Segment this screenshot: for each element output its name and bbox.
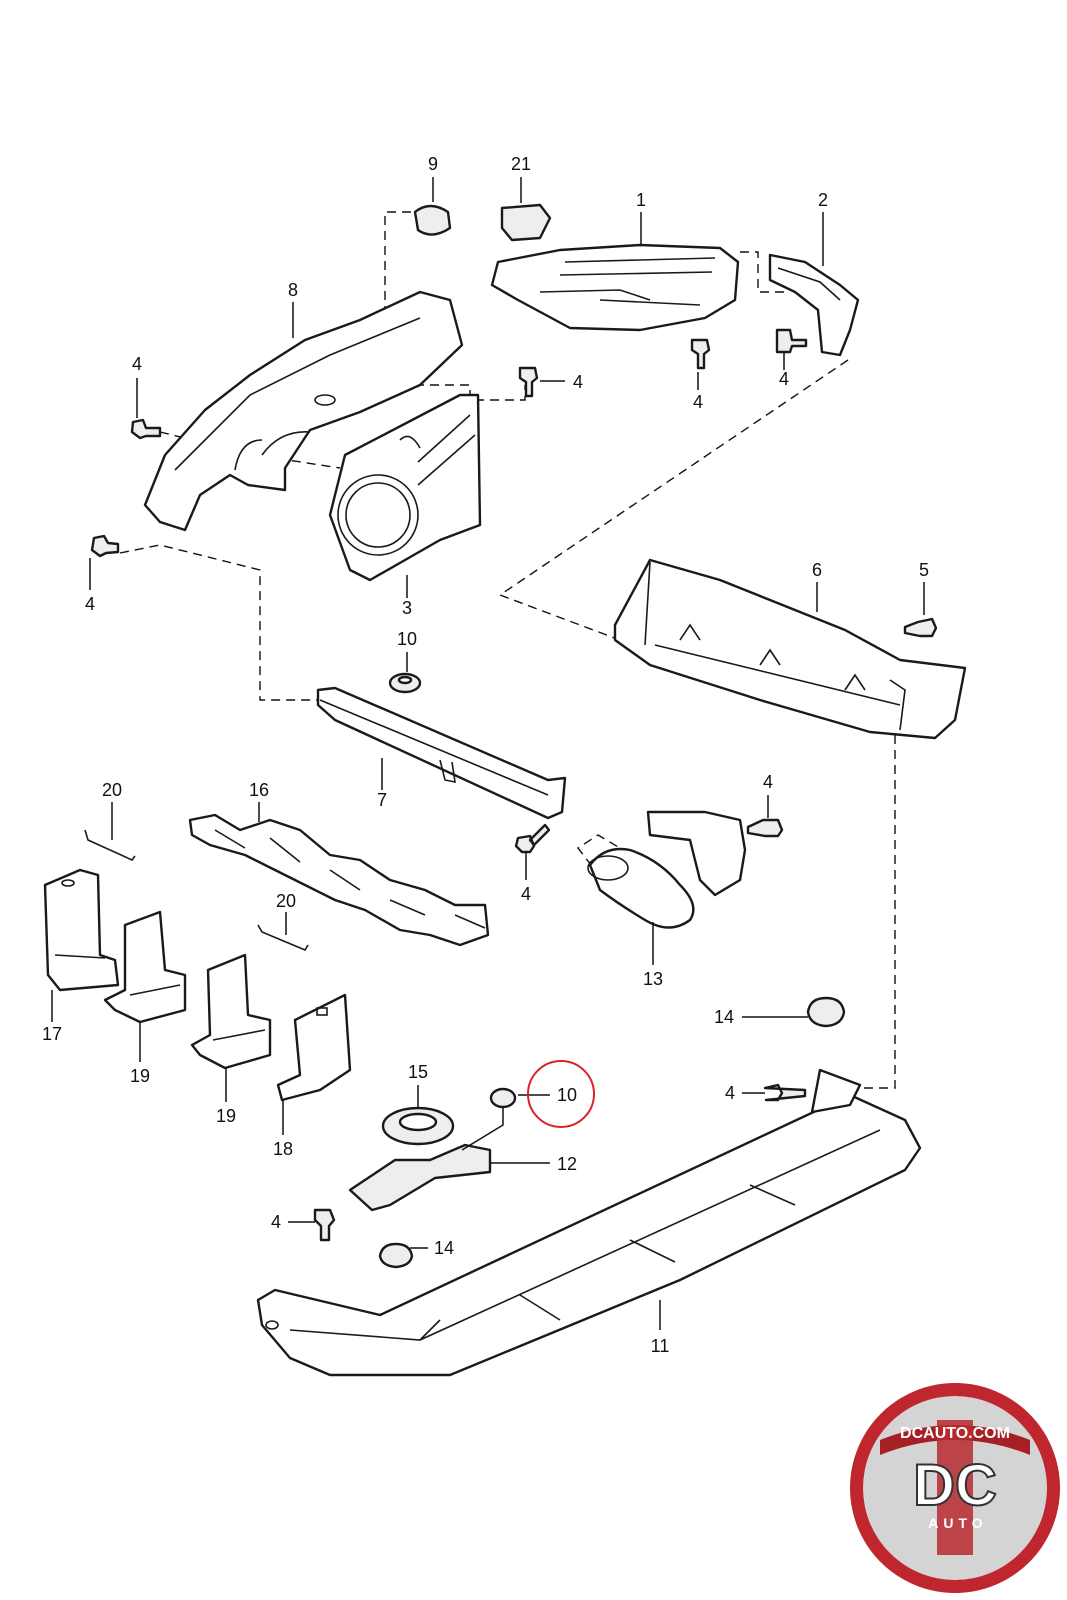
part-19-deflector-b bbox=[190, 953, 272, 1070]
part-15-grommet bbox=[381, 1106, 455, 1146]
bolt-a bbox=[130, 418, 162, 440]
callout-12: 12 bbox=[557, 1154, 577, 1174]
callout-10-upper: 10 bbox=[397, 629, 417, 649]
bolt-e bbox=[775, 328, 808, 354]
callout-4: 4 bbox=[132, 354, 142, 374]
bolt-c bbox=[518, 366, 539, 398]
logo-bottom-text: AUTO bbox=[928, 1515, 987, 1531]
callout-5: 5 bbox=[919, 560, 929, 580]
bolt-h bbox=[746, 818, 784, 838]
dcauto-logo: DCAUTO.COM DC AUTO bbox=[850, 1383, 1060, 1593]
callout-4: 4 bbox=[779, 369, 789, 389]
callout-9: 9 bbox=[428, 154, 438, 174]
part-10-nut-lower bbox=[489, 1087, 517, 1109]
bolt-g bbox=[514, 823, 551, 854]
highlight-circle bbox=[527, 1060, 595, 1128]
part-18-deflector bbox=[276, 993, 352, 1102]
callout-6: 6 bbox=[812, 560, 822, 580]
callout-17: 17 bbox=[42, 1024, 62, 1044]
part-13-hose-bracket bbox=[587, 810, 747, 929]
part-1-shroud bbox=[490, 243, 740, 332]
callout-2: 2 bbox=[818, 190, 828, 210]
part-11-lower-tray bbox=[256, 1068, 922, 1377]
callout-13: 13 bbox=[643, 969, 663, 989]
logo-top-text: DCAUTO.COM bbox=[900, 1425, 1010, 1442]
callout-1: 1 bbox=[636, 190, 646, 210]
part-17-deflector bbox=[43, 868, 120, 992]
callout-4: 4 bbox=[763, 772, 773, 792]
callout-4: 4 bbox=[693, 392, 703, 412]
bolt-f bbox=[903, 617, 938, 638]
callout-4: 4 bbox=[521, 884, 531, 904]
part-7-channel bbox=[316, 686, 567, 820]
part-4-bolts bbox=[90, 328, 938, 1242]
part-3-panel bbox=[328, 393, 482, 582]
callout-4: 4 bbox=[85, 594, 95, 614]
callout-19: 19 bbox=[130, 1066, 150, 1086]
logo-mark: DC bbox=[913, 1453, 997, 1518]
callout-19: 19 bbox=[216, 1106, 236, 1126]
part-9-grommet bbox=[413, 204, 452, 236]
part-21-block bbox=[500, 203, 552, 242]
bolt-b bbox=[90, 534, 120, 558]
part-10-nut-upper bbox=[388, 672, 422, 694]
part-12-bracket bbox=[348, 1143, 492, 1212]
callout-4: 4 bbox=[725, 1083, 735, 1103]
part-20-clips bbox=[84, 829, 309, 952]
callout-20-upper: 20 bbox=[102, 780, 122, 800]
part-19-deflector-a bbox=[103, 910, 187, 1024]
callout-3: 3 bbox=[402, 598, 412, 618]
part-14-caps bbox=[378, 996, 846, 1269]
callout-21: 21 bbox=[511, 154, 531, 174]
bolt-i bbox=[763, 1083, 807, 1102]
callout-11: 11 bbox=[651, 1336, 670, 1356]
part-2-bracket bbox=[768, 253, 860, 357]
callout-15: 15 bbox=[408, 1062, 428, 1082]
part-8-fan-housing bbox=[143, 290, 464, 532]
callout-20-lower: 20 bbox=[276, 891, 296, 911]
callout-8: 8 bbox=[288, 280, 298, 300]
callout-14: 14 bbox=[434, 1238, 454, 1258]
callout-14: 14 bbox=[714, 1007, 734, 1027]
callout-10-lower: 10 bbox=[557, 1085, 577, 1105]
callout-labels: 9 21 1 2 8 4 4 4 4 4 3 10 6 5 7 20 16 4 … bbox=[42, 154, 929, 1356]
part-16-baffle bbox=[188, 813, 490, 947]
callout-16: 16 bbox=[249, 780, 269, 800]
bolt-d bbox=[690, 338, 711, 370]
callout-4: 4 bbox=[271, 1212, 281, 1232]
callout-7: 7 bbox=[377, 790, 387, 810]
part-6-shroud bbox=[613, 558, 967, 740]
leader-lines bbox=[51, 177, 925, 1330]
callout-4: 4 bbox=[573, 372, 583, 392]
bolt-j bbox=[313, 1208, 336, 1242]
callout-18: 18 bbox=[273, 1139, 293, 1159]
